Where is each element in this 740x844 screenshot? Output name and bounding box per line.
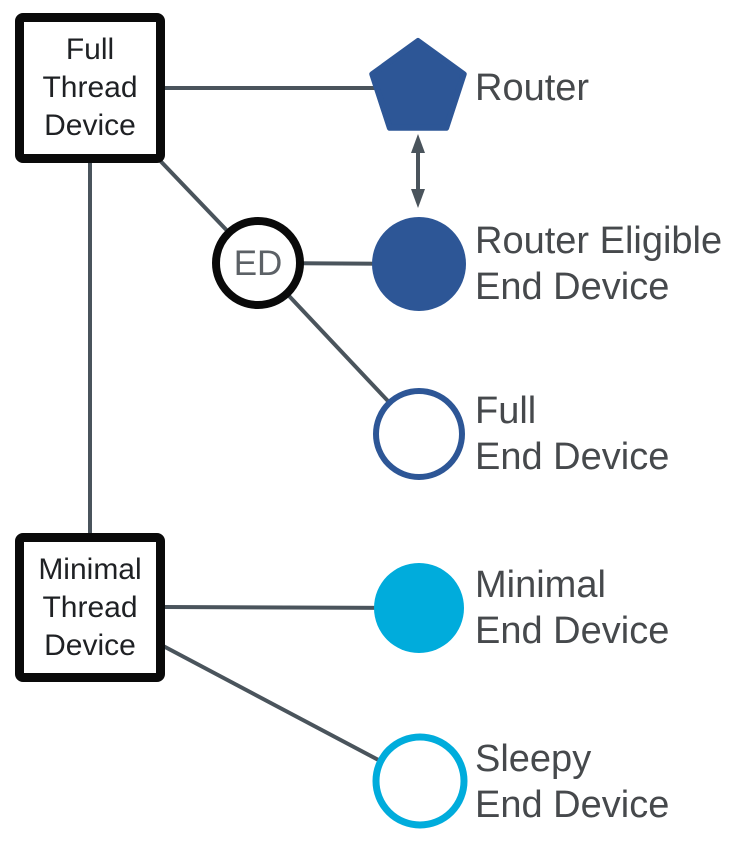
router-reed-bidirectional-arrow — [411, 134, 425, 208]
edge-minimal-thread-device-sleepy-end-device — [149, 637, 421, 784]
sleepy-end-device-label-line1: Sleepy — [475, 738, 592, 780]
router-eligible-end-device-label-line1: Router Eligible — [475, 220, 723, 262]
ed-badge-label: ED — [233, 244, 283, 283]
minimal-end-device-label-line1: Minimal — [475, 564, 606, 606]
sleepy-end-device-label-line2: End Device — [475, 784, 670, 826]
full-end-device-label-line2: End Device — [475, 436, 670, 478]
full-thread-device-line3: Device — [44, 109, 136, 142]
full-end-device-node — [373, 388, 465, 480]
router-pentagon-icon — [369, 38, 467, 131]
minimal-thread-device-line1: Minimal — [38, 552, 142, 586]
router-eligible-end-device-node — [372, 217, 466, 311]
minimal-thread-device-line3: Device — [44, 628, 136, 662]
full-end-device-label: Full End Device — [475, 388, 669, 480]
router-eligible-end-device-label-line2: End Device — [475, 266, 670, 308]
sleepy-end-device-label: Sleepy End Device — [475, 736, 669, 828]
minimal-end-device-node — [374, 563, 464, 653]
router-label-line1: Router — [475, 67, 590, 109]
router-label: Router — [475, 65, 589, 111]
full-end-device-label-line1: Full — [475, 390, 537, 432]
end-device-circle — [212, 217, 304, 309]
full-thread-device-line1: Full — [65, 33, 115, 66]
full-thread-device-box: Full Thread Device — [15, 13, 165, 163]
arrow-head-up-icon — [411, 134, 425, 153]
router-eligible-end-device-label: Router Eligible End Device — [475, 218, 722, 310]
minimal-thread-device-box: Minimal Thread Device — [15, 533, 165, 682]
arrow-head-down-icon — [411, 189, 425, 208]
full-thread-device-line2: Thread — [42, 71, 138, 104]
sleepy-end-device-node — [372, 733, 468, 829]
minimal-end-device-label-line2: End Device — [475, 610, 670, 652]
minimal-end-device-label: Minimal End Device — [475, 562, 669, 654]
minimal-thread-device-line2: Thread — [42, 590, 138, 624]
